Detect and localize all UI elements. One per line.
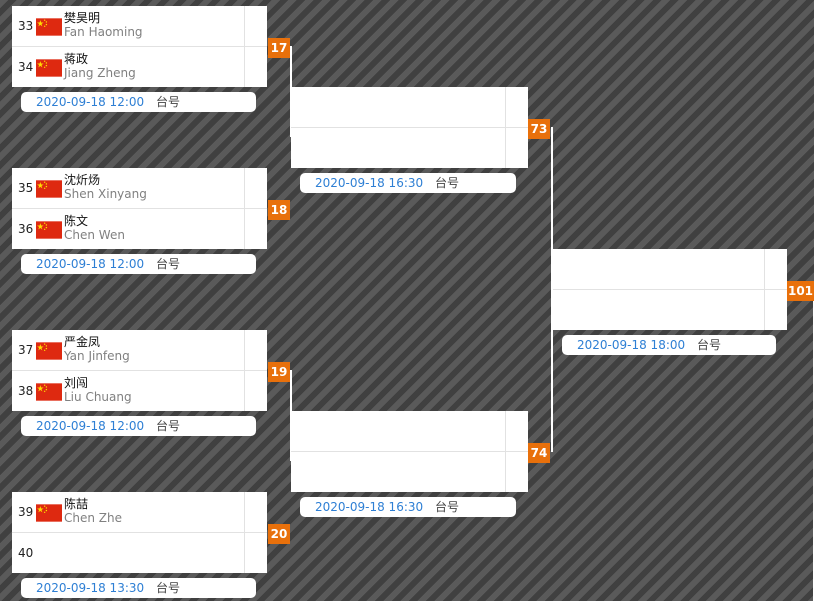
match-box[interactable] — [553, 249, 787, 330]
match-time-bar: 2020-09-18 12:00 台号 — [21, 92, 256, 112]
player-name-chinese: 刘闯 — [64, 376, 89, 390]
match-time-bar: 2020-09-18 13:30 台号 — [21, 578, 256, 598]
player-name-english: Jiang Zheng — [64, 66, 136, 80]
china-flag-icon — [36, 342, 62, 360]
player-slot[interactable] — [291, 128, 528, 168]
match-number-badge: 18 — [268, 200, 290, 220]
match-number-badge: 73 — [528, 119, 550, 139]
player-name-english: Chen Zhe — [64, 511, 122, 525]
score-cell — [244, 330, 267, 370]
player-seed: 39 — [18, 505, 34, 519]
player-name-english: Fan Haoming — [64, 25, 143, 39]
player-name-chinese: 陈文 — [64, 214, 89, 228]
player-slot[interactable]: 40 — [12, 533, 267, 573]
score-cell — [244, 47, 267, 87]
match-number-badge: 17 — [268, 38, 290, 58]
player-name-english: Shen Xinyang — [64, 187, 147, 201]
score-cell — [244, 209, 267, 249]
score-cell — [505, 452, 528, 492]
player-seed: 34 — [18, 60, 34, 74]
player-name-chinese: 樊昊明 — [64, 11, 101, 25]
match-time-bar: 2020-09-18 18:00 台号 — [562, 335, 776, 355]
score-cell — [764, 249, 787, 289]
china-flag-icon — [36, 383, 62, 401]
player-seed: 35 — [18, 181, 34, 195]
player-name-english: Liu Chuang — [64, 390, 132, 404]
player-slot[interactable] — [553, 290, 787, 330]
china-flag-icon — [36, 59, 62, 77]
player-name-english: Yan Jinfeng — [64, 349, 130, 363]
player-name-chinese: 沈炘炀 — [64, 173, 101, 187]
player-seed: 37 — [18, 343, 34, 357]
score-cell — [764, 290, 787, 330]
score-cell — [505, 87, 528, 127]
player-slot[interactable] — [291, 452, 528, 492]
match-time: 2020-09-18 12:00 — [36, 257, 145, 271]
match-time: 2020-09-18 16:30 — [315, 500, 424, 514]
match-time-bar: 2020-09-18 16:30 台号 — [300, 173, 516, 193]
china-flag-icon — [36, 504, 62, 522]
player-slot[interactable] — [291, 87, 528, 128]
table-label: 台号 — [156, 95, 181, 109]
match-time: 2020-09-18 12:00 — [36, 419, 145, 433]
match-box[interactable] — [291, 411, 528, 492]
table-label: 台号 — [156, 581, 181, 595]
match-time-bar: 2020-09-18 16:30 台号 — [300, 497, 516, 517]
player-name-english: Chen Wen — [64, 228, 125, 242]
match-number-badge: 74 — [528, 443, 550, 463]
score-cell — [244, 168, 267, 208]
score-cell — [244, 6, 267, 46]
match-time: 2020-09-18 16:30 — [315, 176, 424, 190]
china-flag-icon — [36, 221, 62, 239]
match-time: 2020-09-18 18:00 — [577, 338, 686, 352]
player-seed: 33 — [18, 19, 34, 33]
player-slot[interactable] — [291, 411, 528, 452]
player-slot[interactable] — [553, 249, 787, 290]
table-label: 台号 — [156, 257, 181, 271]
match-time: 2020-09-18 12:00 — [36, 95, 145, 109]
table-label: 台号 — [697, 338, 722, 352]
table-label: 台号 — [156, 419, 181, 433]
match-number-badge: 19 — [268, 362, 290, 382]
score-cell — [505, 128, 528, 168]
bracket-connector-line — [551, 127, 553, 452]
match-time-bar: 2020-09-18 12:00 台号 — [21, 416, 256, 436]
china-flag-icon — [36, 180, 62, 198]
match-time: 2020-09-18 13:30 — [36, 581, 145, 595]
score-cell — [505, 411, 528, 451]
match-time-bar: 2020-09-18 12:00 台号 — [21, 254, 256, 274]
china-flag-icon — [36, 18, 62, 36]
player-seed: 40 — [18, 546, 34, 560]
player-name-chinese: 蒋政 — [64, 52, 89, 66]
score-cell — [244, 371, 267, 411]
player-seed: 38 — [18, 384, 34, 398]
player-seed: 36 — [18, 222, 34, 236]
player-name-chinese: 陈喆 — [64, 497, 89, 511]
player-name-chinese: 严金凤 — [64, 335, 101, 349]
score-cell — [244, 533, 267, 573]
score-cell — [244, 492, 267, 532]
table-label: 台号 — [435, 500, 460, 514]
match-number-badge: 20 — [268, 524, 290, 544]
match-box[interactable] — [291, 87, 528, 168]
table-label: 台号 — [435, 176, 460, 190]
match-number-badge: 101 — [787, 281, 814, 301]
